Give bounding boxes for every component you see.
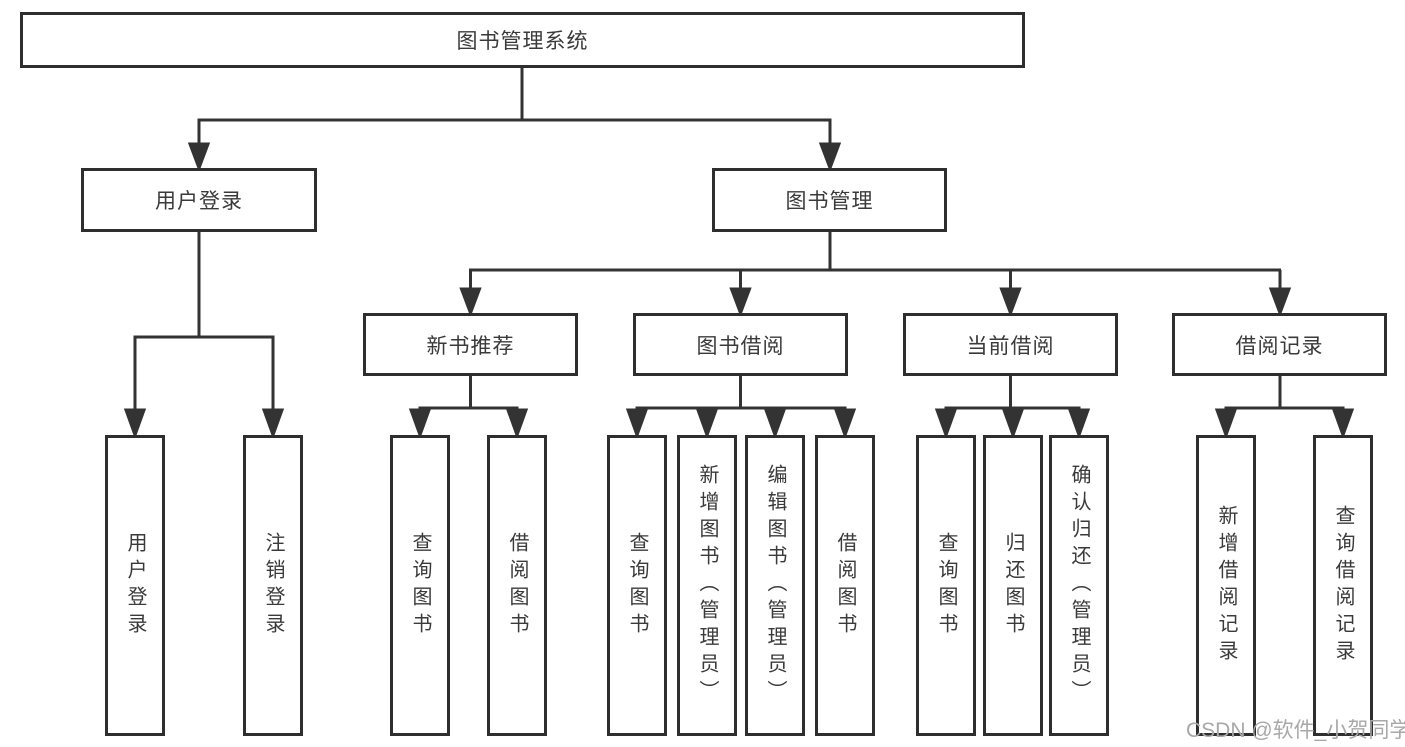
node-label: 查询图书 — [935, 531, 957, 640]
leaf-query-books-1: 查询图书 — [390, 435, 450, 736]
leaf-logout: 注销登录 — [243, 435, 303, 736]
arrowhead-icon — [818, 142, 842, 173]
node-borrowing-records: 借阅记录 — [1172, 313, 1387, 376]
arrowhead-icon — [408, 408, 432, 440]
node-label: 当前借阅 — [966, 334, 1055, 358]
node-label: 查询图书 — [626, 531, 648, 640]
node-label: 图书管理 — [785, 190, 874, 213]
node-current-borrowing: 当前借阅 — [903, 313, 1118, 376]
arrowhead-icon — [833, 408, 857, 440]
node-new-book-recommendation: 新书推荐 — [363, 313, 578, 376]
arrowhead-icon — [1001, 408, 1025, 440]
leaf-query-books-3: 查询图书 — [916, 435, 976, 736]
arrowhead-icon — [1214, 408, 1238, 440]
node-user-login-branch: 用户登录 — [81, 168, 317, 232]
node-root-system: 图书管理系统 — [20, 12, 1025, 68]
arrowhead-icon — [123, 408, 147, 440]
node-label: 用户登录 — [155, 190, 243, 213]
node-label: 图书借阅 — [696, 334, 785, 358]
leaf-user-login: 用户登录 — [105, 435, 165, 736]
node-label: 编辑图书（管理员） — [764, 464, 786, 707]
node-label: 新书推荐 — [426, 334, 515, 358]
leaf-add-books-admin: 新增图书（管理员） — [677, 435, 737, 736]
connector-user-login-to-leaves — [123, 232, 285, 440]
connector-borrow-record-to-leaves — [1214, 376, 1355, 440]
arrowhead-icon — [1268, 287, 1292, 318]
leaf-confirm-return-admin: 确认归还（管理员） — [1049, 435, 1109, 736]
leaf-return-books: 归还图书 — [983, 435, 1043, 736]
node-book-borrowing: 图书借阅 — [633, 313, 848, 376]
leaf-edit-books-admin: 编辑图书（管理员） — [745, 435, 805, 736]
node-label: 用户登录 — [124, 531, 146, 640]
connector-book-borrow-to-leaves — [625, 376, 857, 440]
node-label: 借阅记录 — [1235, 334, 1324, 358]
connector-book-mgmt-to-level3 — [459, 232, 1292, 318]
leaf-query-books-2: 查询图书 — [607, 435, 667, 736]
arrowhead-icon — [625, 408, 649, 440]
arrowhead-icon — [1331, 408, 1355, 440]
arrowhead-icon — [261, 408, 285, 440]
leaf-borrow-books-2: 借阅图书 — [815, 435, 875, 736]
node-label: 新增借阅记录 — [1215, 504, 1237, 667]
connector-current-borrow-to-leaves — [934, 376, 1091, 440]
connector-root-to-level2 — [187, 68, 842, 173]
arrowhead-icon — [695, 408, 719, 440]
arrowhead-icon — [999, 287, 1022, 318]
arrowhead-icon — [505, 408, 529, 440]
node-label: 借阅图书 — [506, 531, 528, 640]
arrowhead-icon — [729, 287, 752, 318]
node-label: 确认归还（管理员） — [1068, 464, 1090, 707]
csdn-watermark: CSDN @软件_小贺同学 — [1186, 719, 1405, 742]
arrowhead-icon — [187, 142, 211, 173]
node-label: 图书管理系统 — [456, 30, 589, 53]
arrowhead-icon — [1067, 408, 1091, 440]
arrowhead-icon — [459, 287, 482, 318]
node-label: 归还图书 — [1002, 531, 1024, 640]
leaf-borrow-books-1: 借阅图书 — [487, 435, 547, 736]
leaf-query-borrow-record: 查询借阅记录 — [1313, 435, 1373, 736]
node-label: 查询图书 — [409, 531, 431, 640]
connector-new-book-rec-to-leaves — [408, 376, 529, 440]
node-label: 新增图书（管理员） — [696, 464, 718, 707]
node-label: 借阅图书 — [834, 531, 856, 640]
arrowhead-icon — [934, 408, 958, 440]
arrowhead-icon — [763, 408, 787, 440]
node-book-management-branch: 图书管理 — [712, 168, 947, 232]
leaf-add-borrow-record: 新增借阅记录 — [1196, 435, 1256, 736]
node-label: 注销登录 — [262, 531, 284, 640]
node-label: 查询借阅记录 — [1332, 504, 1354, 667]
